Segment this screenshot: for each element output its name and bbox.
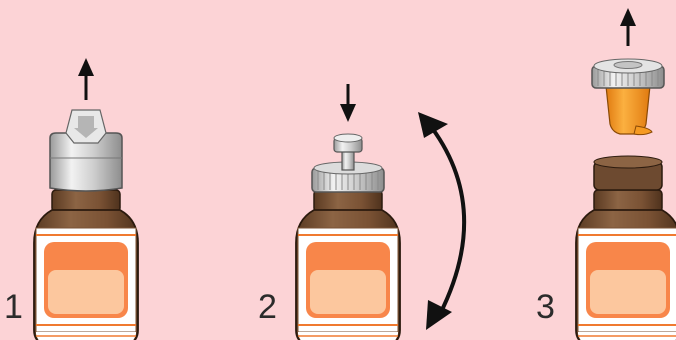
step-3-up-arrow-icon xyxy=(620,8,636,46)
step-1-bottle xyxy=(34,110,138,340)
step-2-down-arrow-icon xyxy=(340,84,356,122)
step-2-bottle xyxy=(296,134,400,340)
step-number-1: 1 xyxy=(4,290,23,324)
step-number-2: 2 xyxy=(258,290,277,324)
step-1-up-arrow-icon xyxy=(78,58,94,100)
step-number-3: 3 xyxy=(536,290,555,324)
step-3-bottle xyxy=(576,156,676,340)
shake-double-arrow-icon xyxy=(418,112,464,330)
step-3-removed-cap xyxy=(592,59,664,135)
